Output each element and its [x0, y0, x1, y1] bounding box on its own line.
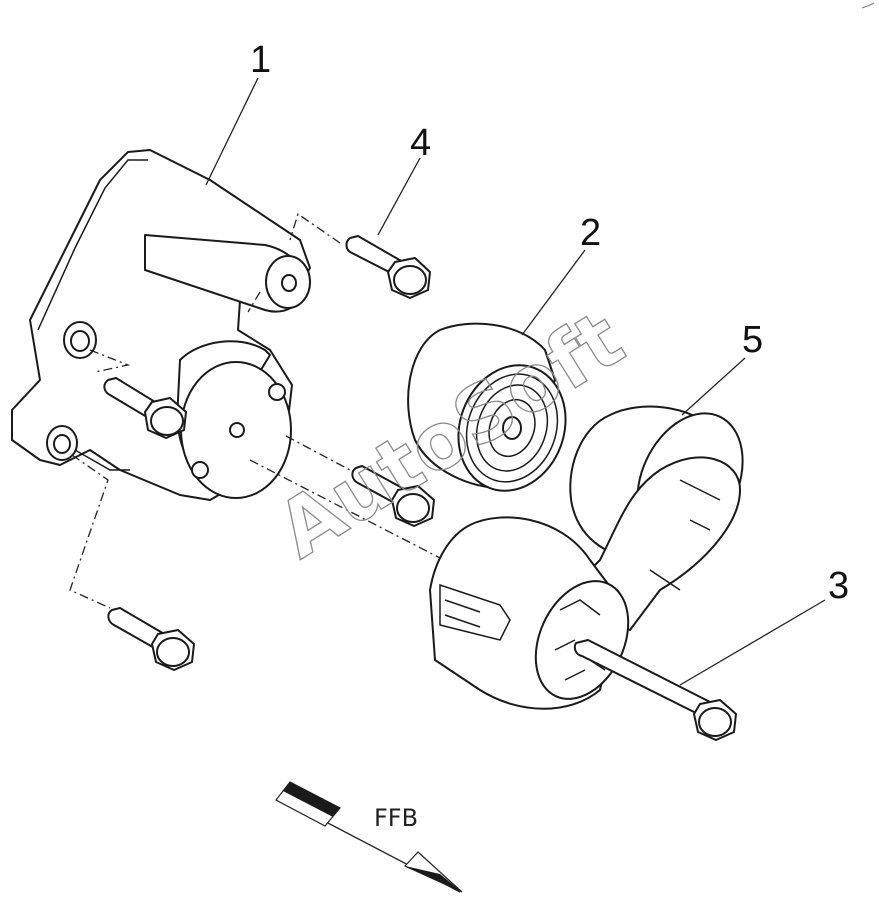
bolt-part-4	[345, 235, 431, 299]
leader-lines	[205, 77, 826, 686]
callout-3: 3	[828, 565, 849, 607]
tensioner-part-5	[429, 405, 744, 710]
assembly-lines	[69, 212, 441, 609]
callout-2: 2	[580, 212, 601, 254]
callout-1: 1	[250, 39, 271, 81]
corner-mark	[861, 2, 875, 9]
bolt-lower-left	[107, 607, 195, 671]
long-bolt-part-3	[573, 639, 737, 741]
direction-arrow	[275, 781, 463, 893]
direction-label: FFB	[374, 804, 418, 832]
bolt-middle-left	[103, 377, 187, 439]
bolt-middle-center	[351, 465, 435, 527]
bracket-part-1	[11, 149, 311, 501]
idler-pulley-part-2	[407, 322, 567, 492]
callout-4: 4	[410, 122, 431, 164]
callout-5: 5	[742, 319, 763, 361]
